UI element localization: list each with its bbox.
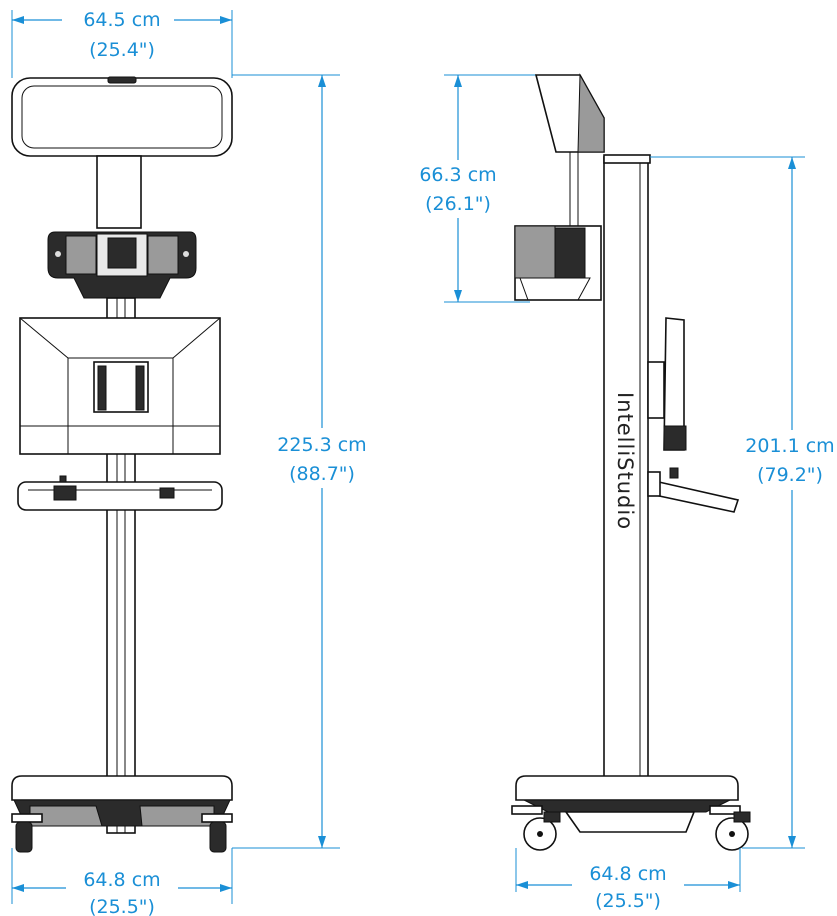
side-head-height-dimension: 66.3 cm (26.1") (412, 74, 545, 303)
front-top-width-imperial: (25.4") (89, 39, 155, 61)
front-total-height-imperial: (88.7") (289, 463, 355, 485)
front-monitor (19, 317, 221, 455)
side-column-height-imperial: (79.2") (757, 464, 823, 486)
front-keyboard-tray (17, 475, 223, 511)
front-base (11, 775, 233, 853)
front-base-width-metric: 64.8 cm (83, 869, 160, 891)
front-top-width-dimension: 64.5 cm (25.4") (11, 8, 233, 78)
front-view: 64.5 cm (25.4") 225.3 cm (88.7") (11, 8, 369, 916)
side-brand-label: IntelliStudio (613, 392, 637, 530)
side-base-width-metric: 64.8 cm (589, 863, 666, 885)
front-top-panel (11, 77, 233, 157)
side-keyboard-tray (647, 440, 740, 513)
front-camera-head (47, 231, 197, 299)
front-total-height-metric: 225.3 cm (277, 434, 366, 456)
side-head-height-metric: 66.3 cm (419, 164, 496, 186)
side-column (603, 156, 649, 778)
side-base-width-dimension: 64.8 cm (25.5") (515, 848, 741, 912)
side-view: 66.3 cm (26.1") IntelliStudio (412, 73, 837, 912)
side-base-width-imperial: (25.5") (595, 890, 661, 912)
front-base-width-dimension: 64.8 cm (25.5") (11, 848, 233, 916)
front-total-height-dimension: 225.3 cm (88.7") (232, 74, 369, 849)
side-head (514, 73, 605, 301)
side-head-height-imperial: (26.1") (425, 193, 491, 215)
side-column-height-dimension: 201.1 cm (79.2") (650, 156, 837, 849)
front-base-width-imperial: (25.5") (89, 896, 155, 916)
front-top-width-metric: 64.5 cm (83, 9, 160, 31)
side-monitor (647, 317, 687, 451)
side-base (511, 775, 751, 851)
side-column-height-metric: 201.1 cm (745, 435, 834, 457)
